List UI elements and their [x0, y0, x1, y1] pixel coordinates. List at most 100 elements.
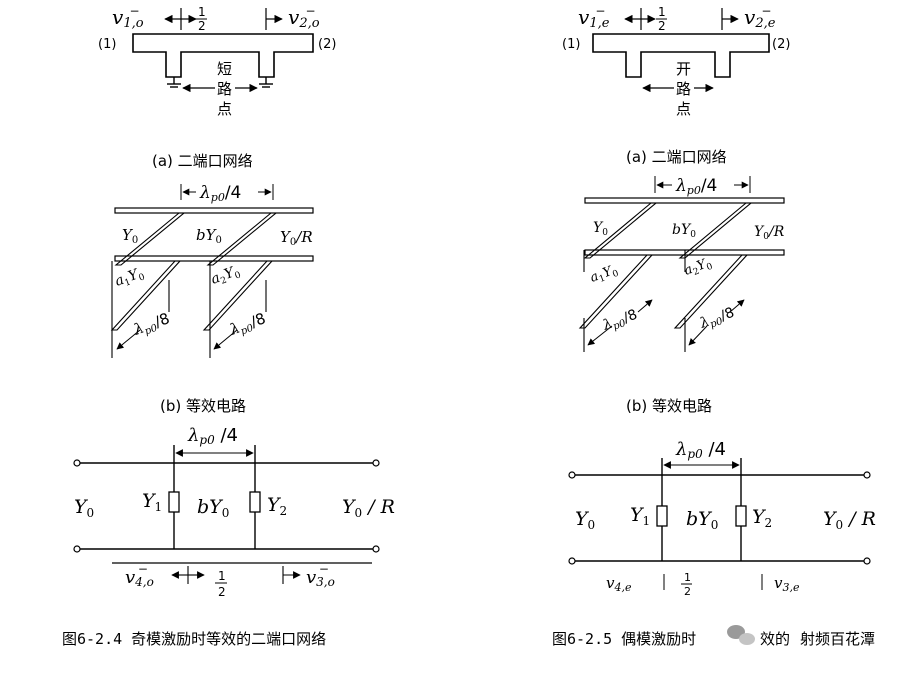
even-c-by0-label: bY0 — [686, 508, 718, 532]
wechat-icon — [727, 625, 755, 645]
even-two-port-network: v1,e− 1 2 v2,e− (1) (2) 开 路 点 (a) 二端口网络 — [562, 4, 790, 166]
odd-port1-label: (1) — [98, 37, 116, 52]
odd-a-caption: (a) 二端口网络 — [152, 152, 253, 170]
even-stub-char-3: 点 — [676, 100, 691, 118]
even-c-y1-label: Y1 — [630, 504, 650, 528]
even-b-caption: (b) 等效电路 — [626, 397, 712, 415]
even-b-stub-len-2: λp0/8 — [697, 305, 737, 334]
odd-lumped-network: λp0 /4 Y0 Y1 bY0 Y2 Y0 / R v4,o− 1 2 v3,… — [73, 425, 395, 599]
even-tee-outline — [592, 33, 770, 78]
odd-b-len-label: λp0/4 — [199, 183, 241, 204]
odd-b-mid-line — [114, 255, 314, 262]
odd-two-port-network: v1,o− 1 2 v2,o− (1) (2) 短 路 点 (a) 二端口网络 — [98, 4, 336, 170]
odd-half-den: 2 — [198, 19, 206, 33]
even-lumped-network: λp0 /4 Y0 Y1 bY0 Y2 Y0 / R v4,e 1 2 v3,e — [568, 439, 876, 598]
even-port2-label: (2) — [772, 37, 790, 52]
even-c-terminal-bl — [568, 557, 576, 565]
even-c-admittance-y2 — [735, 505, 747, 527]
odd-port2-label: (2) — [318, 37, 336, 52]
even-equivalent-circuit: λp0/4 Y0 bY0 Y0/R a1Y0 a2Y0 λp0/8 λp0/8 … — [578, 176, 785, 415]
odd-c-terminal-bl — [73, 545, 81, 553]
even-c-admittance-y1 — [656, 505, 668, 527]
odd-c-y2-label: Y2 — [267, 494, 287, 518]
odd-b-top-line — [114, 207, 314, 214]
even-b-stub-len-1: λp0/8 — [600, 307, 640, 336]
even-b-diag-1 — [583, 202, 658, 259]
even-c-v3-label: v3,e — [774, 574, 800, 594]
odd-v1-label: v1,o− — [112, 4, 144, 31]
even-stub-char-2: 路 — [676, 80, 691, 98]
even-half-den: 2 — [658, 19, 666, 33]
even-c-terminal-br — [863, 557, 871, 565]
even-c-terminal-tr — [863, 471, 871, 479]
odd-ground-right — [259, 77, 273, 88]
odd-c-v3-label: v3,o− — [306, 562, 335, 589]
even-b-stub-2 — [673, 254, 749, 329]
even-figure-caption: 图6-2.5 偶模激励时 — [552, 630, 696, 648]
odd-tee-outline — [132, 33, 314, 78]
even-b-y0r-label: Y0/R — [754, 224, 785, 242]
even-v2-label: v2,e− — [744, 4, 776, 31]
odd-half-num: 1 — [198, 5, 206, 19]
odd-b-diag-2 — [206, 212, 278, 266]
watermark-text: 射频百花潭 — [800, 630, 875, 648]
even-c-v4-label: v4,e — [606, 574, 632, 594]
odd-b-caption: (b) 等效电路 — [160, 397, 246, 415]
odd-b-a2y0-label: a2Y0 — [209, 263, 243, 290]
odd-equivalent-circuit: λp0/4 Y0 bY0 Y0/R a1Y0 a2Y0 λp0/8 λp0/8 … — [110, 183, 314, 415]
odd-v2-label: v2,o− — [288, 4, 320, 31]
odd-c-admittance-y1 — [168, 491, 180, 513]
even-b-stub-arrow-2 — [688, 325, 708, 346]
even-b-stub-arrow-4 — [729, 299, 745, 313]
even-c-terminal-tl — [568, 471, 576, 479]
even-b-a2y0-label: a2Y0 — [682, 255, 714, 281]
odd-b-y0-label: Y0 — [122, 226, 138, 246]
even-b-a1y0-label: a1Y0 — [588, 262, 620, 288]
even-b-stub-arrow-1 — [587, 325, 613, 346]
even-v1-label: v1,e− — [578, 4, 610, 31]
odd-c-y0-label: Y0 — [74, 496, 94, 520]
even-b-top-line — [584, 197, 785, 204]
odd-figure-caption: 图6-2.4 奇模激励时等效的二端口网络 — [62, 630, 326, 648]
odd-b-stub-arrow-2 — [213, 329, 238, 350]
odd-c-half-num: 1 — [218, 569, 226, 583]
even-c-half-den: 2 — [684, 585, 691, 598]
odd-c-half-den: 2 — [218, 585, 226, 599]
odd-c-by0-label: bY0 — [197, 496, 229, 520]
even-stub-char-1: 开 — [676, 60, 691, 78]
even-a-caption: (a) 二端口网络 — [626, 148, 727, 166]
odd-stub-char-2: 路 — [217, 80, 232, 98]
even-b-stub-arrow-3 — [637, 299, 653, 313]
even-c-y0r-label: Y0 / R — [823, 508, 876, 532]
even-b-stub-1 — [578, 254, 654, 329]
odd-c-y1-label: Y1 — [142, 490, 162, 514]
odd-b-a1y0-label: a1Y0 — [113, 265, 147, 292]
odd-c-v4-label: v4,o− — [125, 562, 154, 589]
odd-c-terminal-tr — [372, 459, 380, 467]
odd-c-len-label: λp0 /4 — [187, 425, 238, 447]
even-b-by0-label: bY0 — [672, 222, 696, 240]
odd-b-stub-arrow-1 — [116, 329, 141, 350]
odd-b-y0r-label: Y0/R — [280, 228, 313, 248]
even-c-half-num: 1 — [684, 571, 691, 584]
odd-c-y0r-label: Y0 / R — [342, 496, 395, 520]
even-c-y2-label: Y2 — [752, 506, 772, 530]
even-figure-caption-tail: 效的 — [760, 630, 790, 648]
even-c-y0-label: Y0 — [575, 508, 595, 532]
odd-stub-char-1: 短 — [217, 60, 232, 78]
odd-stub-char-3: 点 — [217, 100, 232, 118]
even-b-y0-label: Y0 — [593, 220, 608, 238]
odd-b-diag-1 — [114, 212, 186, 266]
even-half-num: 1 — [658, 5, 666, 19]
odd-b-stub-len-1: λp0/8 — [130, 309, 172, 341]
even-b-len-label: λp0/4 — [675, 176, 717, 197]
even-port1-label: (1) — [562, 37, 580, 52]
odd-b-stub-1 — [110, 260, 182, 331]
odd-c-admittance-y2 — [249, 491, 261, 513]
odd-b-stub-len-2: λp0/8 — [226, 309, 268, 341]
odd-c-terminal-tl — [73, 459, 81, 467]
odd-b-stub-2 — [202, 260, 274, 331]
even-c-len-label: λp0 /4 — [675, 439, 726, 461]
odd-b-by0-label: bY0 — [196, 226, 222, 246]
